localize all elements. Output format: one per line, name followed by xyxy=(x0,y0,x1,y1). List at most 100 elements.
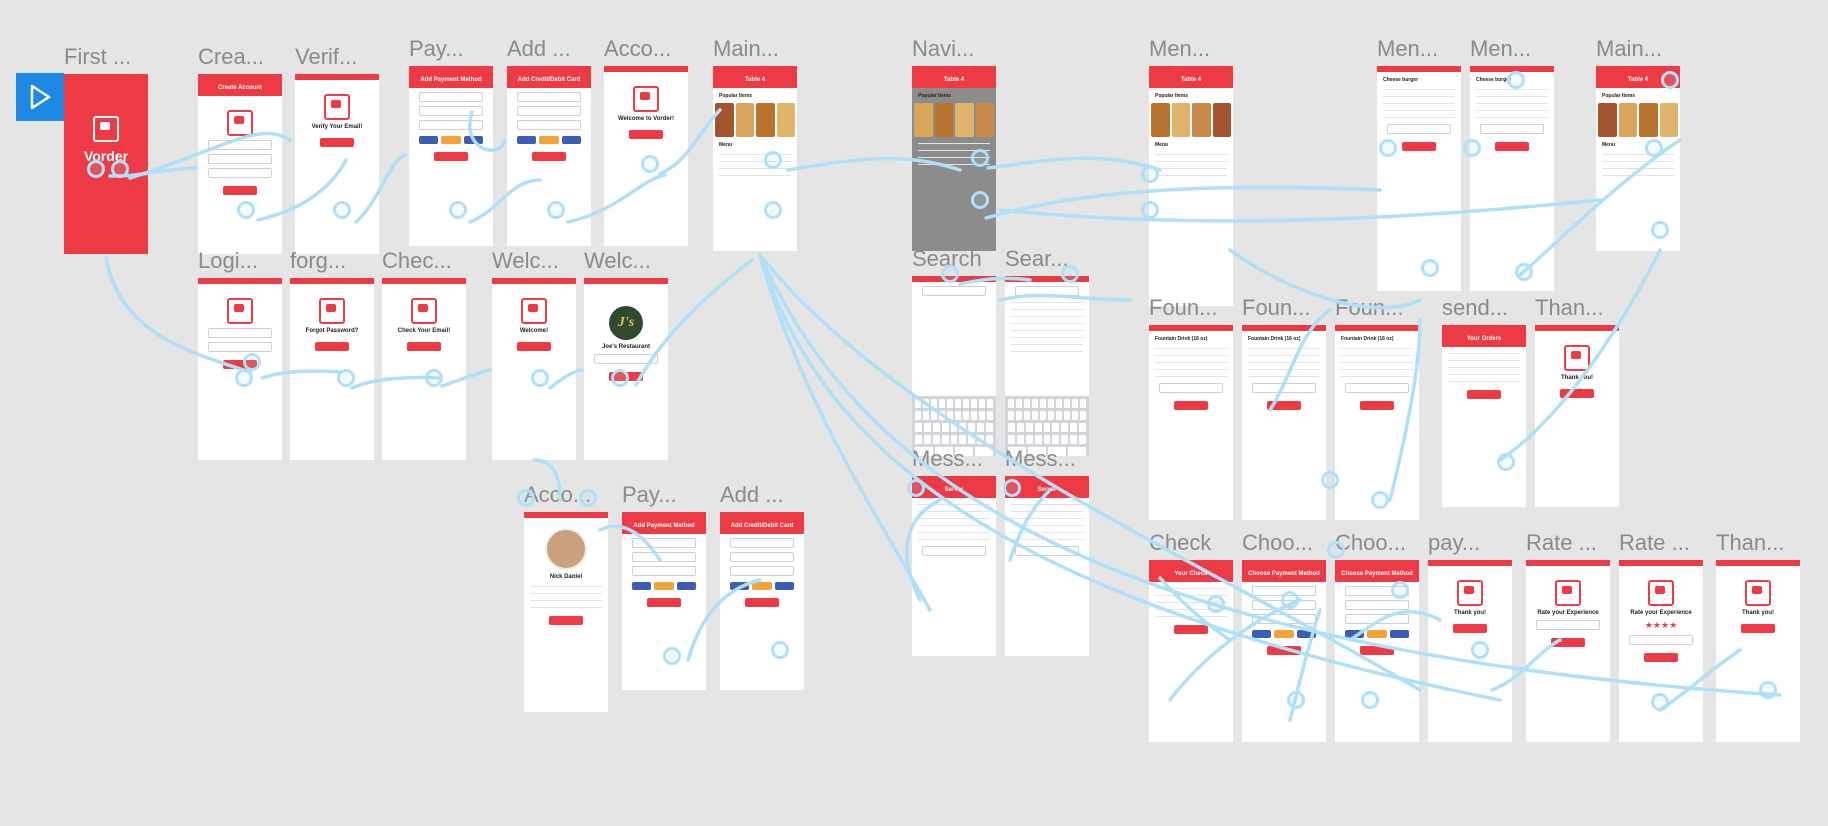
connection-hotspot[interactable] xyxy=(243,353,261,371)
form-field[interactable] xyxy=(517,92,581,102)
special-instruction-input[interactable] xyxy=(1159,383,1223,393)
artboard-search[interactable]: Search xyxy=(912,246,996,456)
form-field[interactable] xyxy=(517,120,581,130)
send-button[interactable] xyxy=(1174,625,1208,634)
food-image[interactable] xyxy=(776,103,795,137)
save-button[interactable] xyxy=(532,152,566,161)
primary-button[interactable] xyxy=(629,130,663,139)
artboard-foun2[interactable]: Foun...Fountain Drink (16 oz) xyxy=(1242,295,1326,520)
connection-hotspot[interactable] xyxy=(1471,641,1489,659)
artboard-label[interactable]: Men... xyxy=(1377,36,1439,61)
artboard-label[interactable]: Rate ... xyxy=(1619,530,1690,555)
artboard-label[interactable]: Welc... xyxy=(584,248,651,273)
special-instruction-input[interactable] xyxy=(1345,383,1409,393)
artboard-than1[interactable]: Than...Thank you! xyxy=(1535,295,1619,507)
form-field[interactable] xyxy=(730,566,794,576)
form-field[interactable] xyxy=(730,538,794,548)
form-field[interactable] xyxy=(517,106,581,116)
artboard-label[interactable]: Main... xyxy=(713,36,780,61)
connection-hotspot[interactable] xyxy=(971,149,989,167)
artboard-label[interactable]: Add ... xyxy=(507,36,571,61)
connection-hotspot[interactable] xyxy=(1661,71,1679,89)
artboard-label[interactable]: Foun... xyxy=(1242,295,1311,320)
artboard-add1[interactable]: Add ...Add Credit/Debit Card xyxy=(507,36,591,246)
primary-button[interactable] xyxy=(223,186,257,195)
save-button[interactable] xyxy=(1360,646,1394,655)
connection-hotspot[interactable] xyxy=(111,160,129,178)
message-input[interactable] xyxy=(1015,546,1079,556)
artboard-label[interactable]: Logi... xyxy=(198,248,258,273)
connection-hotspot[interactable] xyxy=(87,160,105,178)
food-image[interactable] xyxy=(914,103,933,137)
food-image[interactable] xyxy=(756,103,775,137)
message-input[interactable] xyxy=(922,546,986,556)
food-image[interactable] xyxy=(1659,103,1678,137)
artboard-label[interactable]: Verif... xyxy=(295,44,358,69)
connection-hotspot[interactable] xyxy=(941,265,959,283)
artboard-label[interactable]: Men... xyxy=(1149,36,1211,61)
artboard-label[interactable]: Foun... xyxy=(1149,295,1218,320)
artboard-create[interactable]: Crea...Create Account xyxy=(198,44,282,254)
artboard-mess2[interactable]: Mess...Server xyxy=(1005,446,1089,656)
artboard-label[interactable]: Welc... xyxy=(492,248,559,273)
connection-hotspot[interactable] xyxy=(1391,581,1409,599)
form-field[interactable] xyxy=(1345,600,1409,610)
artboard-foun1[interactable]: Foun...Fountain Drink (16 oz) xyxy=(1149,295,1233,520)
add-button[interactable] xyxy=(1495,142,1529,151)
connection-hotspot[interactable] xyxy=(1207,595,1225,613)
food-image[interactable] xyxy=(735,103,754,137)
primary-button[interactable] xyxy=(1560,389,1594,398)
artboard-label[interactable]: Chec... xyxy=(382,248,452,273)
artboard-label[interactable]: Men... xyxy=(1470,36,1532,61)
artboard-rate2[interactable]: Rate ...Rate your Experience★★★★ xyxy=(1619,530,1703,742)
artboard-label[interactable]: Acco... xyxy=(604,36,672,61)
food-image[interactable] xyxy=(1192,103,1211,137)
connection-hotspot[interactable] xyxy=(337,369,355,387)
primary-button[interactable] xyxy=(517,342,551,351)
connection-hotspot[interactable] xyxy=(641,155,659,173)
form-field[interactable] xyxy=(1345,614,1409,624)
submit-button[interactable] xyxy=(1551,638,1585,647)
connection-hotspot[interactable] xyxy=(449,201,467,219)
artboard-add2[interactable]: Add ...Add Credit/Debit Card xyxy=(720,482,804,690)
food-image[interactable] xyxy=(1171,103,1190,137)
artboard-label[interactable]: Than... xyxy=(1716,530,1785,555)
special-instruction-input[interactable] xyxy=(1387,124,1451,134)
connection-hotspot[interactable] xyxy=(1507,71,1525,89)
artboard-label[interactable]: Foun... xyxy=(1335,295,1404,320)
artboard-label[interactable]: Pay... xyxy=(409,36,464,61)
connection-hotspot[interactable] xyxy=(611,369,629,387)
artboard-label[interactable]: Main... xyxy=(1596,36,1663,61)
add-button[interactable] xyxy=(1267,401,1301,410)
connection-hotspot[interactable] xyxy=(333,201,351,219)
form-field[interactable] xyxy=(419,92,483,102)
food-image[interactable] xyxy=(1618,103,1637,137)
form-field[interactable] xyxy=(730,552,794,562)
primary-button[interactable] xyxy=(407,342,441,351)
connection-hotspot[interactable] xyxy=(1421,259,1439,277)
food-image[interactable] xyxy=(1598,103,1617,137)
artboard-pay1[interactable]: Pay...Add Payment Method xyxy=(409,36,493,246)
artboard-acco2[interactable]: Acco...Nick Daniel xyxy=(524,482,608,712)
connection-hotspot[interactable] xyxy=(1281,591,1299,609)
add-button[interactable] xyxy=(1174,401,1208,410)
connection-hotspot[interactable] xyxy=(663,647,681,665)
artboard-label[interactable]: forg... xyxy=(290,248,347,273)
connection-hotspot[interactable] xyxy=(1361,691,1379,709)
artboard-sear2[interactable]: Sear... xyxy=(1005,246,1089,456)
send-button[interactable] xyxy=(1467,390,1501,399)
artboard-label[interactable]: Than... xyxy=(1535,295,1604,320)
primary-button[interactable] xyxy=(320,138,354,147)
special-instruction-input[interactable] xyxy=(1252,383,1316,393)
save-button[interactable] xyxy=(745,598,779,607)
form-field[interactable] xyxy=(208,140,272,150)
artboard-label[interactable]: Add ... xyxy=(720,482,784,507)
form-field[interactable] xyxy=(419,120,483,130)
connection-hotspot[interactable] xyxy=(235,369,253,387)
artboard-menu2[interactable]: Men...Cheese burger xyxy=(1377,36,1461,291)
form-field[interactable] xyxy=(208,168,272,178)
add-button[interactable] xyxy=(1360,401,1394,410)
save-button[interactable] xyxy=(647,598,681,607)
